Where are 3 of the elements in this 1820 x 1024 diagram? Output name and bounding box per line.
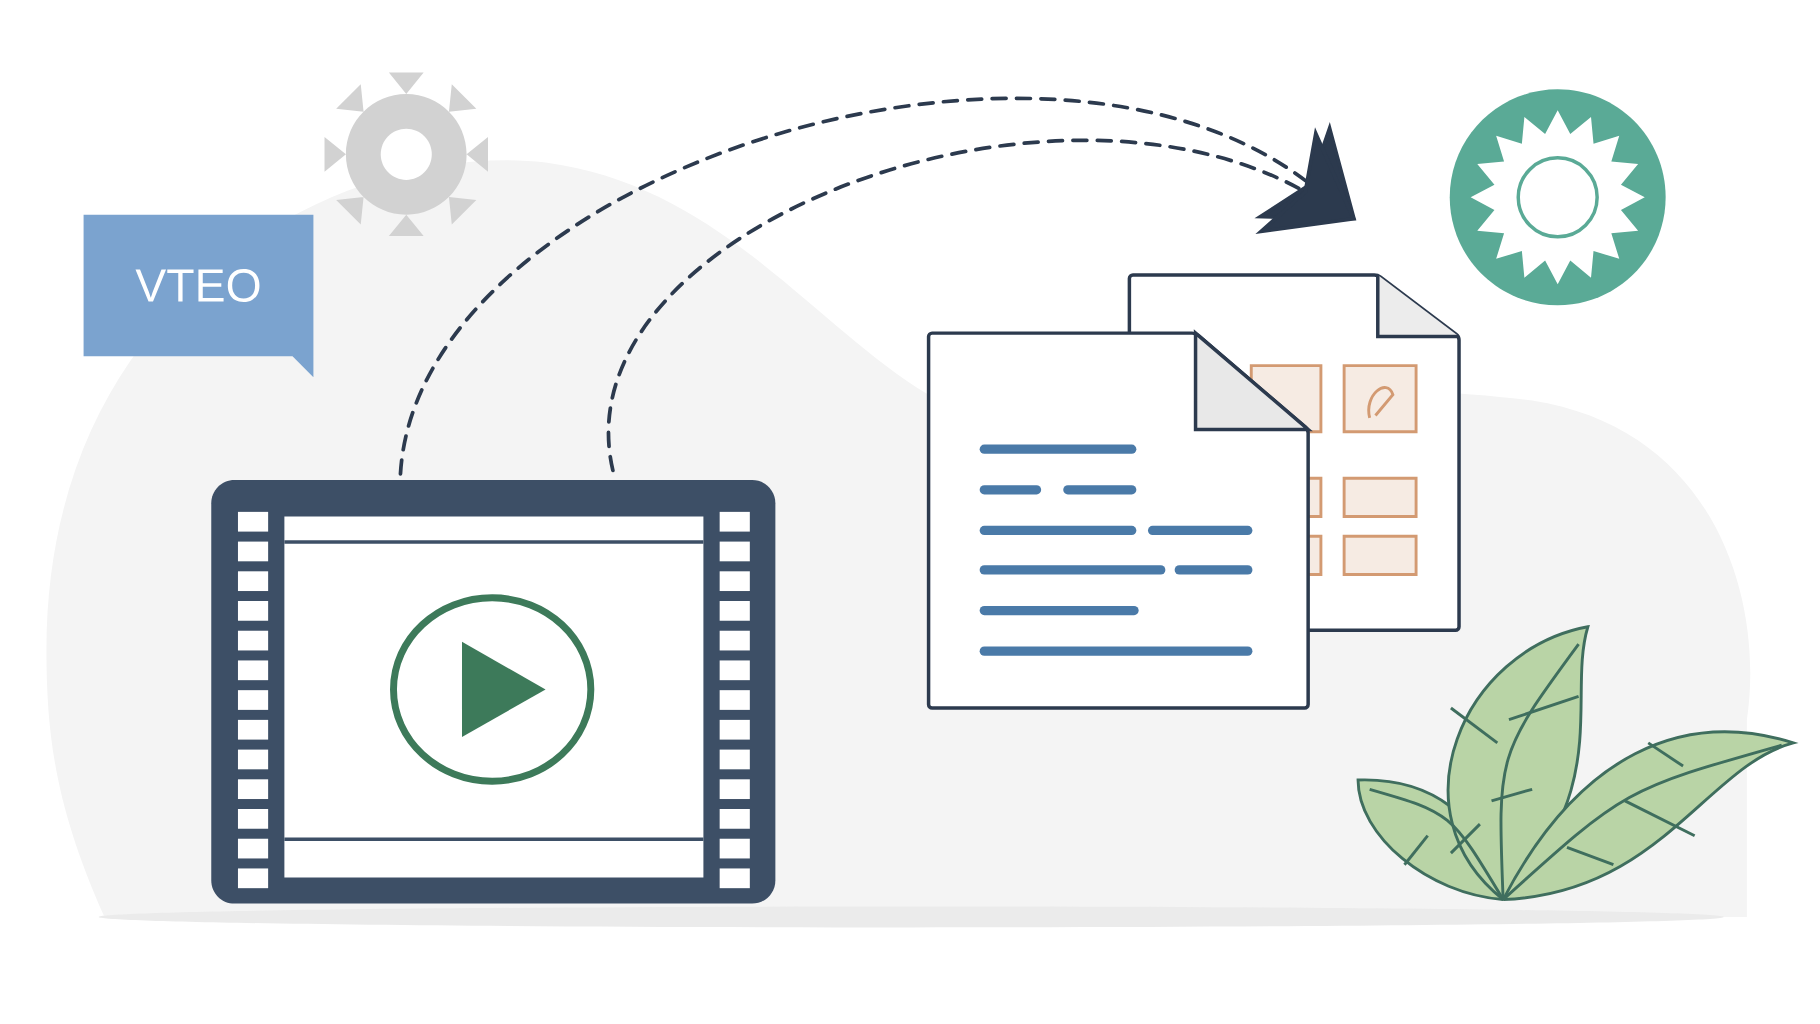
documents-drawing: [926, 273, 1461, 710]
film-strip-drawing: [211, 480, 776, 904]
speech-bubble: VTEO: [83, 214, 314, 378]
